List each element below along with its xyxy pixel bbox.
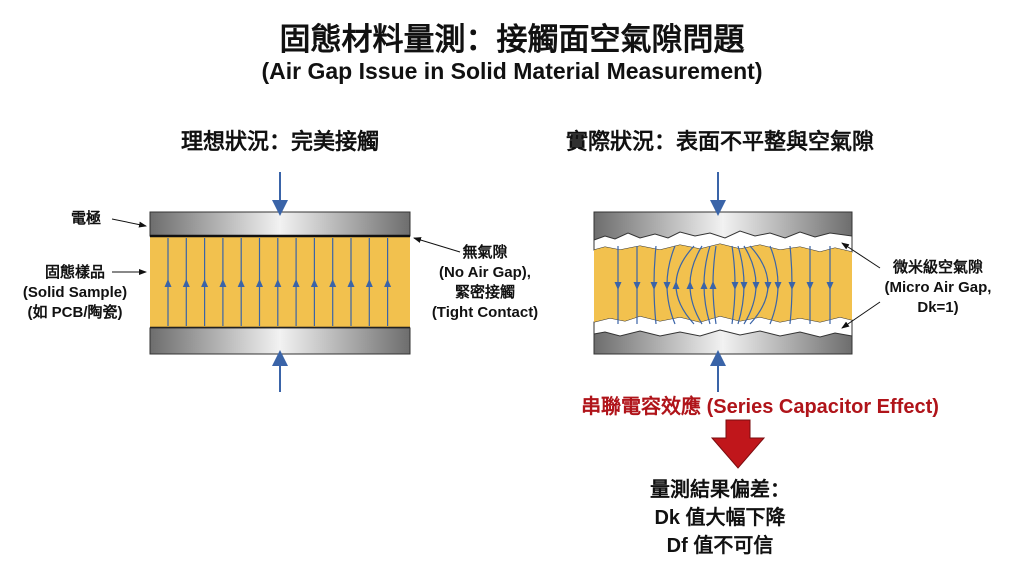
result-line: Dk 值大幅下降 <box>654 507 786 529</box>
label-line: 緊密接觸 <box>454 284 515 301</box>
real-heading: 實際狀況：表面不平整與空氣隙 <box>565 130 874 155</box>
field-arrow-up <box>365 279 373 287</box>
field-arrow-up <box>237 279 245 287</box>
page-subtitle: (Air Gap Issue in Solid Material Measure… <box>261 58 763 84</box>
label-line: (No Air Gap), <box>439 264 531 281</box>
solid-sample-label: 固態樣品 (Solid Sample) (如 PCB/陶瓷) <box>10 263 140 323</box>
page-title: 固態材料量測：接觸面空氣隙問題 <box>279 22 745 58</box>
micro-air-gap-label: 微米級空氣隙 (Micro Air Gap, Dk=1) <box>868 258 1008 318</box>
label-line: 無氣隙 <box>462 244 508 261</box>
field-arrow-up <box>274 279 282 287</box>
field-lines-real <box>614 245 834 325</box>
field-arrow-up <box>164 279 172 287</box>
field-arrow <box>700 281 708 289</box>
label-line: (如 PCB/陶瓷) <box>27 304 123 321</box>
label-line: (Solid Sample) <box>22 284 128 301</box>
label-line: 微米級空氣隙 <box>892 259 983 276</box>
label-line: Dk=1) <box>917 299 959 316</box>
field-arrow <box>826 282 834 290</box>
label-line: (Micro Air Gap, <box>884 279 992 296</box>
real-diagram <box>593 172 881 469</box>
field-arrow-up <box>256 279 263 287</box>
solid-sample <box>150 236 410 328</box>
result-line: 量測結果偏差： <box>650 479 790 501</box>
label-line: 固態樣品 <box>44 264 105 281</box>
field-arrow <box>709 281 717 289</box>
field-arrow-up <box>329 279 337 287</box>
field-arrow <box>788 282 796 290</box>
field-arrow-up <box>310 279 318 287</box>
top-electrode <box>149 211 411 237</box>
field-arrow <box>774 282 782 290</box>
field-arrow <box>731 282 739 290</box>
ideal-heading: 理想狀況：完美接觸 <box>180 130 379 155</box>
rough-sample <box>594 244 852 322</box>
field-arrow-up <box>347 279 355 287</box>
no-air-gap-label: 無氣隙 (No Air Gap), 緊密接觸 (Tight Contact) <box>410 243 560 323</box>
result-line: Df 值不可信 <box>666 535 774 557</box>
measurement-result: 量測結果偏差： Dk 值大幅下降 Df 值不可信 <box>600 476 840 560</box>
field-arrow-up <box>292 279 300 287</box>
field-arrow <box>633 282 641 290</box>
field-arrow <box>614 282 622 290</box>
field-arrow <box>663 282 671 290</box>
ideal-diagram <box>111 172 461 392</box>
field-arrow <box>686 281 694 289</box>
field-lines-ideal <box>164 238 392 326</box>
field-arrow-up <box>201 279 209 287</box>
field-arrow <box>650 282 658 290</box>
field-arrow <box>764 282 772 290</box>
field-arrow-up <box>384 279 392 287</box>
label-line: (Tight Contact) <box>431 304 539 321</box>
field-arrow <box>740 282 748 290</box>
field-arrow-up <box>219 279 227 287</box>
down-arrow-icon <box>710 419 766 469</box>
bottom-electrode <box>149 327 411 355</box>
electrode-label: 電極 <box>70 210 101 227</box>
field-arrow <box>752 282 760 290</box>
field-arrow-up <box>182 279 190 287</box>
field-arrow <box>806 282 814 290</box>
series-capacitor-effect: 串聯電容效應 (Series Capacitor Effect) <box>581 396 939 418</box>
field-arrow <box>672 281 680 289</box>
